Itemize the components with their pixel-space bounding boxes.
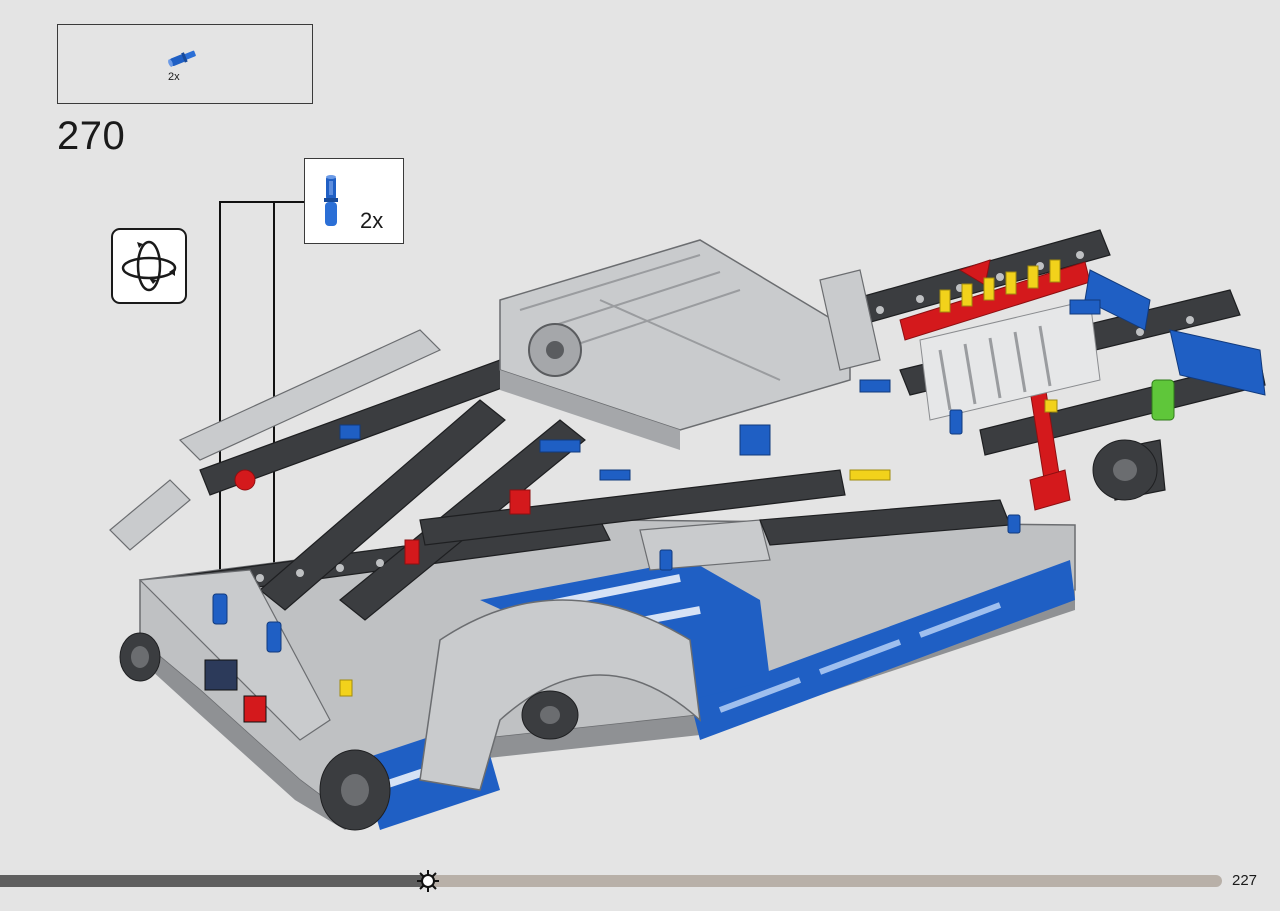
blue-axle-pin-icon (168, 50, 196, 67)
callout-parts-box: 2x (304, 158, 404, 244)
gearbox-rack (919, 299, 1101, 421)
new-blue-pins (212, 409, 1021, 653)
wheel-hubs (119, 439, 1158, 831)
progress-fill (0, 875, 428, 887)
gear-sun-icon (417, 870, 439, 892)
technic-car-chassis-illustration (109, 201, 1266, 831)
license-plate (204, 659, 238, 691)
callout-quantity: 2x (360, 208, 384, 233)
top-cover-panel (499, 239, 851, 450)
parts-quantity: 2x (168, 71, 180, 83)
side-frame-light (109, 269, 881, 741)
parts-list-box: 2x (57, 24, 313, 104)
green-connector (1151, 379, 1175, 421)
rotate-model-icon (121, 240, 177, 292)
cog-gear (528, 323, 582, 377)
blue-axle-pin-icon (324, 175, 338, 226)
blue-structural-parts (339, 269, 1266, 481)
page-number: 227 (1232, 872, 1258, 889)
yellow-parts (339, 259, 1061, 697)
rotate-model-indicator (111, 228, 187, 304)
book-progress-bar (0, 870, 1222, 892)
rear-reflector (243, 695, 267, 723)
step-number: 270 (57, 114, 126, 158)
